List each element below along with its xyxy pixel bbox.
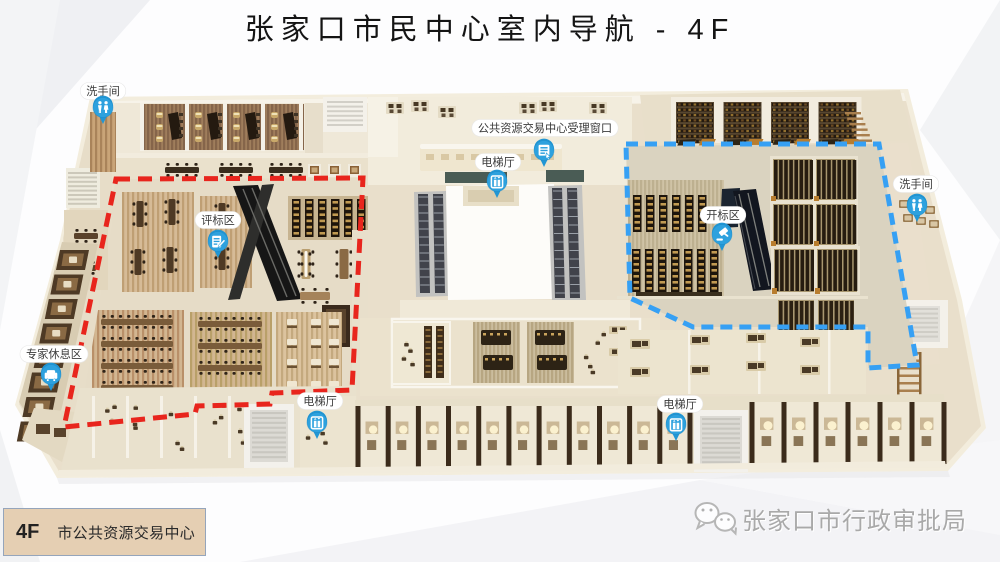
svg-text:评标区: 评标区	[201, 214, 235, 227]
svg-text:公共资源交易中心受理窗口: 公共资源交易中心受理窗口	[478, 121, 612, 135]
svg-text:洗手间: 洗手间	[86, 84, 120, 98]
svg-text:洗手间: 洗手间	[899, 177, 933, 191]
svg-text:开标区: 开标区	[706, 209, 740, 222]
svg-text:专家休息区: 专家休息区	[26, 347, 82, 361]
svg-text:电梯厅: 电梯厅	[663, 398, 697, 411]
svg-text:电梯厅: 电梯厅	[481, 156, 515, 169]
svg-text:电梯厅: 电梯厅	[303, 395, 337, 408]
